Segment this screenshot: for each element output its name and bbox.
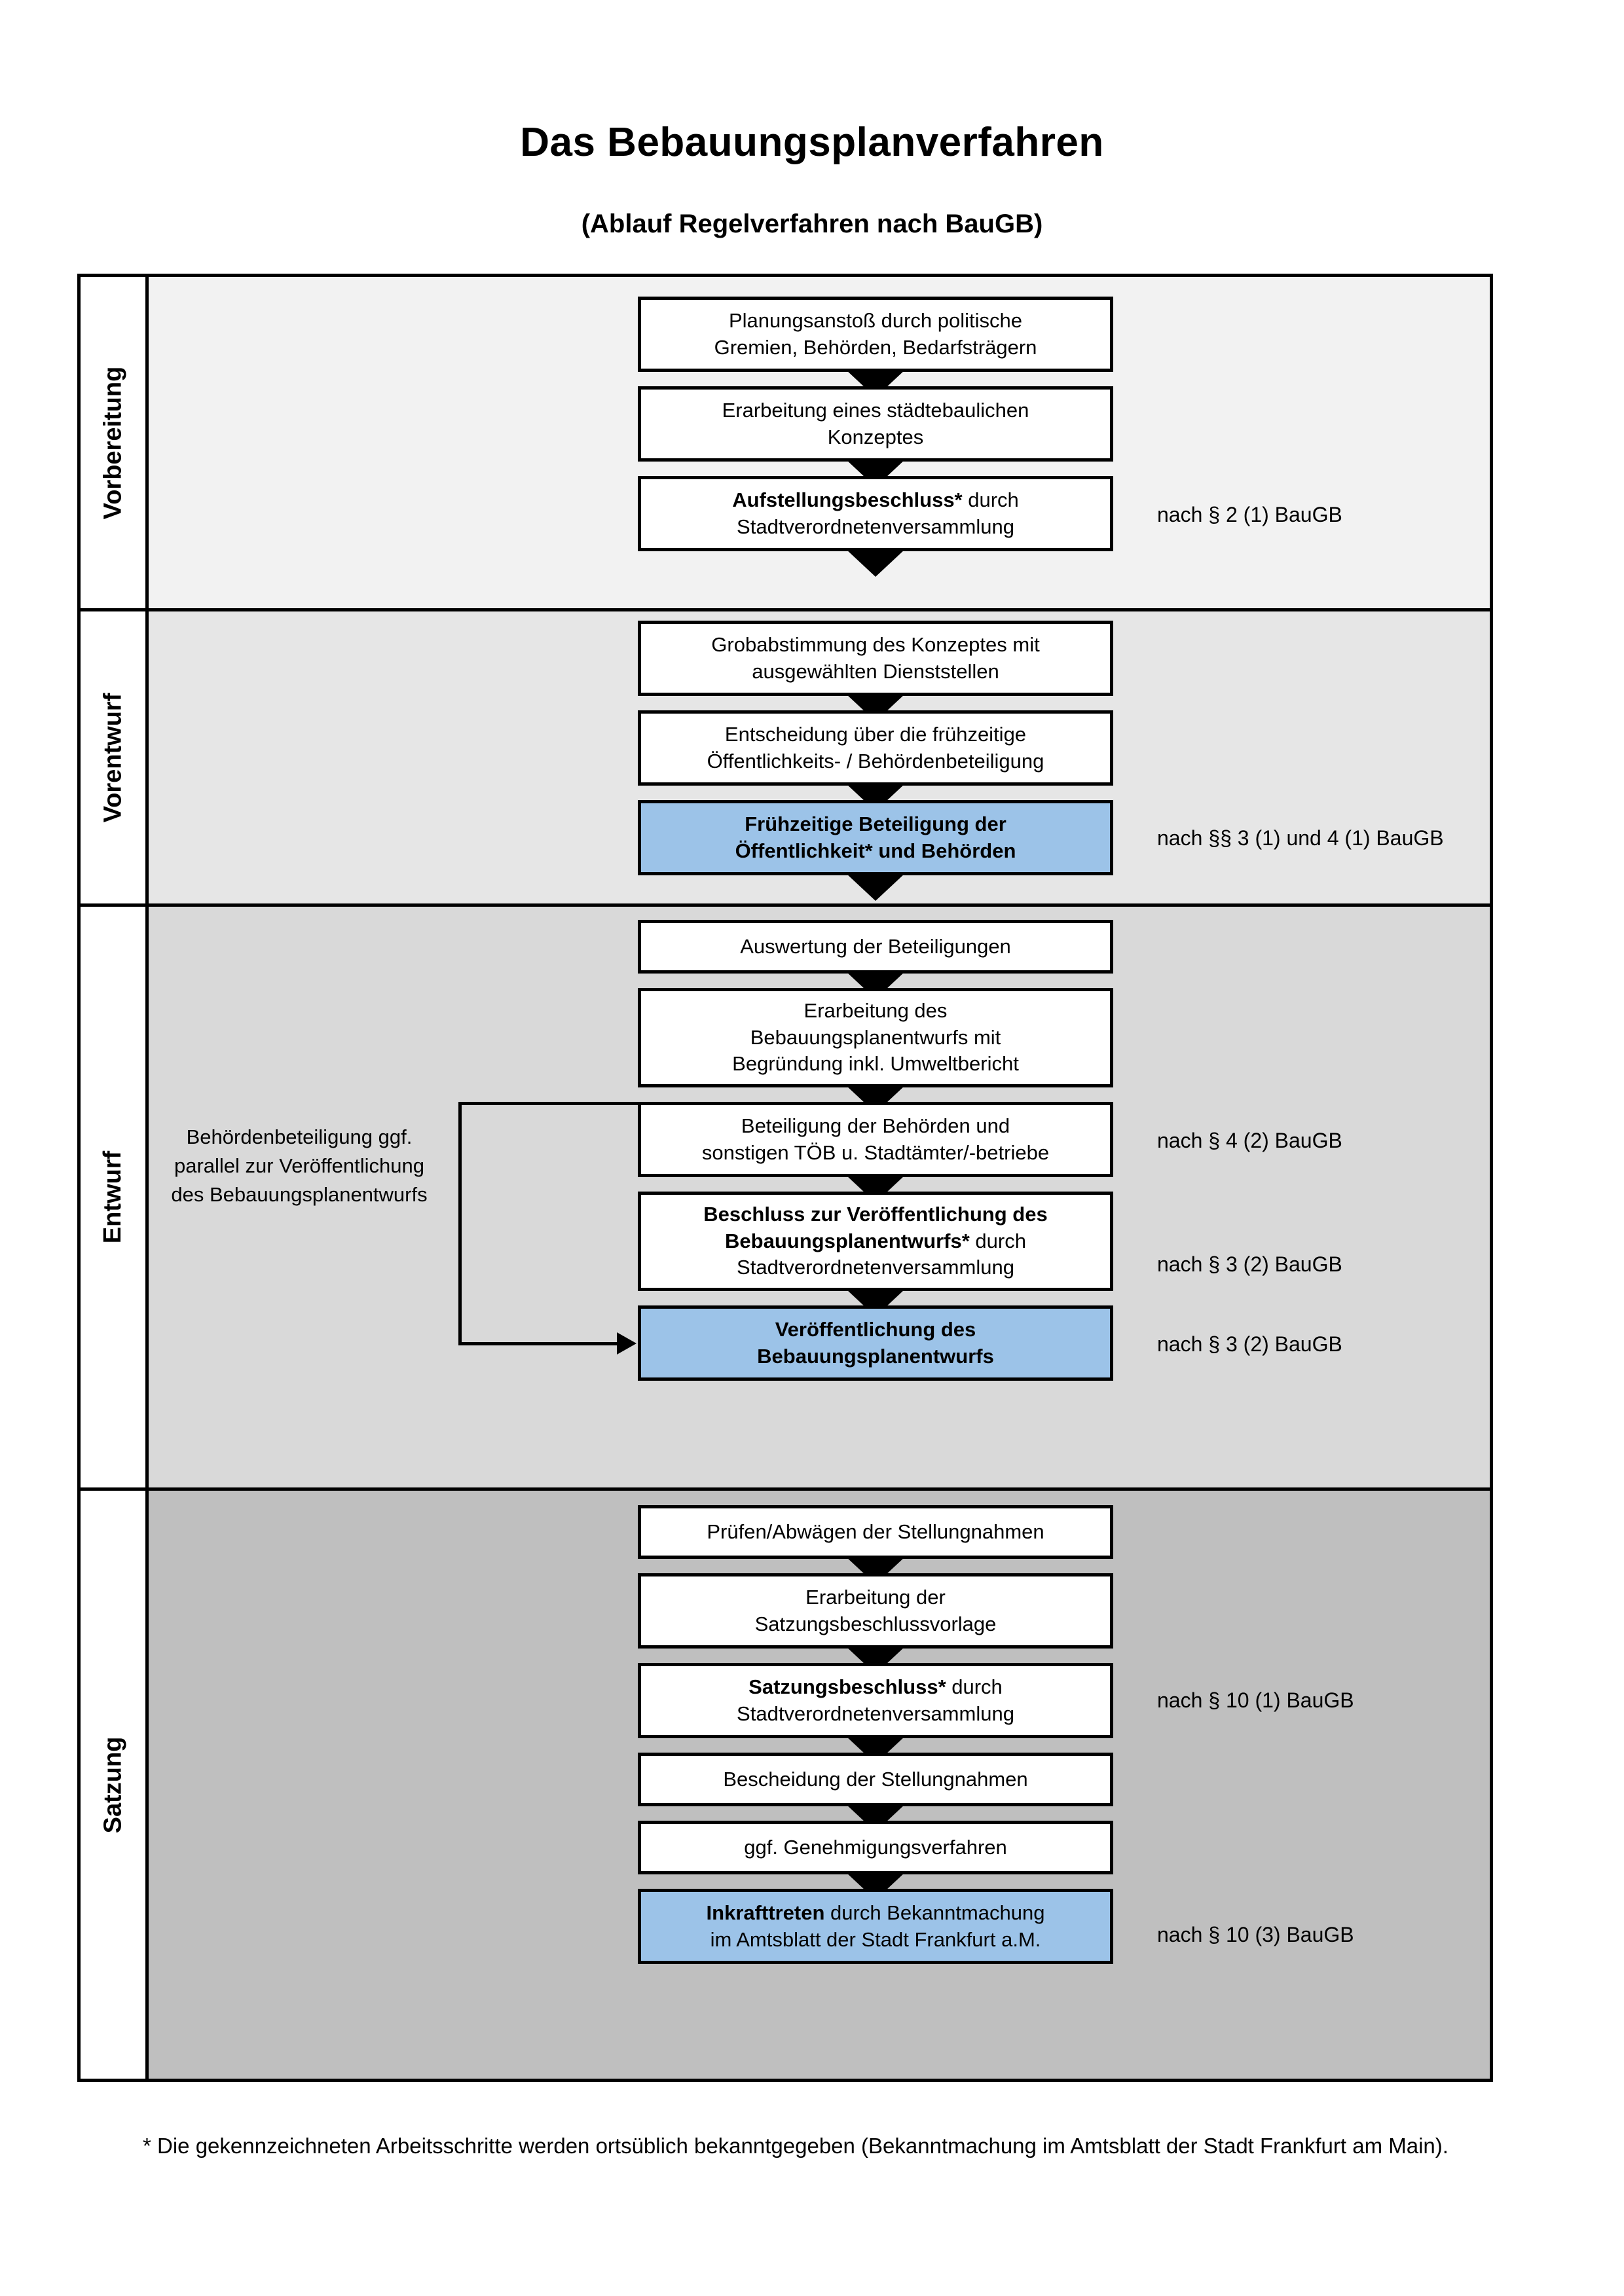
step-pruefen-abwaegen[interactable]: Prüfen/Abwägen der Stellungnahmen	[638, 1505, 1113, 1559]
step-rest-text: durch	[969, 1229, 1026, 1252]
step-line-1: Planungsanstoß durch politische	[728, 308, 1023, 332]
sidenote-line-1: Behördenbeteiligung	[186, 1125, 373, 1148]
sidenote-line-3: Veröffentlichung des	[171, 1154, 425, 1207]
step-satzungsbeschluss[interactable]: Satzungsbeschluss* durch Stadtverordnete…	[638, 1663, 1113, 1738]
diagram-frame: Vorbereitung Planungsanstoß durch politi…	[77, 274, 1493, 2082]
page-subtitle: (Ablauf Regelverfahren nach BauGB)	[581, 210, 1043, 238]
step-grobabstimmung[interactable]: Grobabstimmung des Konzeptes mit ausgewä…	[638, 621, 1113, 696]
legal-note-3: nach § 4 (2) BauGB	[1157, 1129, 1342, 1152]
bracket-vertical-segment	[458, 1102, 462, 1345]
legal-note-6: nach § 10 (1) BauGB	[1157, 1688, 1354, 1712]
sidenote-line-4: Bebauungsplanentwurfs	[209, 1183, 428, 1207]
phase-vorentwurf: Vorentwurf Grobabstimmung des Konzeptes …	[81, 611, 1490, 907]
step-entscheidung-fruehzeitige[interactable]: Entscheidung über die frühzeitige Öffent…	[638, 710, 1113, 786]
step-line-1: Entscheidung über die frühzeitige	[724, 722, 1027, 746]
phase-body-satzung: Prüfen/Abwägen der Stellungnahmen Erarbe…	[149, 1491, 1490, 2079]
bracket-top-segment	[458, 1102, 640, 1105]
step-line-2: Bebauungsplanentwurfs* durch	[703, 1228, 1047, 1255]
step-line-2: Bebauungsplanentwurfs	[757, 1344, 994, 1368]
page-title: Das Bebauungsplanverfahren	[520, 120, 1104, 165]
step-veroeffentlichung-bplan[interactable]: Veröffentlichung des Bebauungsplanentwur…	[638, 1305, 1113, 1381]
step-line-1: ggf. Genehmigungsverfahren	[744, 1835, 1007, 1859]
legal-note-4: nach § 3 (2) BauGB	[1157, 1252, 1342, 1276]
legal-note-2: nach §§ 3 (1) und 4 (1) BauGB	[1157, 826, 1444, 850]
step-line-2: Öffentlichkeits- / Behördenbeteiligung	[707, 749, 1044, 773]
step-line-2: im Amtsblatt der Stadt Frankfurt a.M.	[710, 1927, 1041, 1951]
step-inkrafttreten[interactable]: Inkrafttreten durch Bekanntmachung im Am…	[638, 1889, 1113, 1964]
step-bold-text: Satzungsbeschluss*	[748, 1675, 946, 1698]
phase-body-vorbereitung: Planungsanstoß durch politische Gremien,…	[149, 277, 1490, 608]
phase-vorbereitung: Vorbereitung Planungsanstoß durch politi…	[81, 277, 1490, 611]
step-line-1: Inkrafttreten durch Bekanntmachung	[707, 1900, 1045, 1927]
step-bold-text: Inkrafttreten	[706, 1901, 825, 1924]
step-line-2: Öffentlichkeit* und Behörden	[735, 839, 1016, 862]
step-line-1: Veröffentlichung des	[775, 1317, 976, 1341]
step-bold-text: Bebauungsplanentwurfs*	[725, 1229, 970, 1252]
footnote: * Die gekennzeichneten Arbeitsschritte w…	[143, 2134, 1449, 2158]
step-line-1: Erarbeitung des	[803, 998, 948, 1022]
step-genehmigungsverfahren[interactable]: ggf. Genehmigungsverfahren	[638, 1821, 1113, 1874]
step-line-1: Beschluss zur Veröffentlichung des	[703, 1202, 1048, 1226]
step-erarbeitung-bplan-entwurf[interactable]: Erarbeitung des Bebauungsplanentwurfs mi…	[638, 988, 1113, 1087]
step-rest-text: durch	[962, 488, 1019, 511]
step-line-1: Grobabstimmung des Konzeptes mit	[711, 632, 1040, 656]
step-aufstellungsbeschluss[interactable]: Aufstellungsbeschluss* durch Stadtverord…	[638, 476, 1113, 551]
sidenote-behoerdenbeteiligung: Behördenbeteiligung ggf. parallel zur Ve…	[162, 1123, 437, 1209]
step-line-2: Stadtverordnetenversammlung	[737, 1702, 1014, 1725]
phase-label-satzung: Satzung	[81, 1491, 149, 2079]
step-line-3: Begründung inkl. Umweltbericht	[732, 1052, 1019, 1076]
step-erarbeitung-konzept[interactable]: Erarbeitung eines städtebaulichen Konzep…	[638, 386, 1113, 462]
step-line-2: ausgewählten Dienststellen	[752, 659, 999, 683]
bracket-arrowhead-icon	[617, 1332, 637, 1355]
step-line-1: Beteiligung der Behörden und	[741, 1114, 1010, 1137]
step-line-1: Erarbeitung der	[805, 1585, 946, 1609]
sidenote-line-2: ggf. parallel zur	[174, 1125, 413, 1178]
phase-body-vorentwurf: Grobabstimmung des Konzeptes mit ausgewä…	[149, 611, 1490, 903]
step-rest-text: durch	[946, 1675, 1003, 1698]
step-bescheidung-stellungnahmen[interactable]: Bescheidung der Stellungnahmen	[638, 1753, 1113, 1806]
step-auswertung-beteiligungen[interactable]: Auswertung der Beteiligungen	[638, 920, 1113, 974]
step-line-2: Konzeptes	[827, 425, 924, 448]
phase-label-vorbereitung: Vorbereitung	[81, 277, 149, 608]
phase-entwurf: Entwurf Auswertung der Beteiligungen Era…	[81, 907, 1490, 1491]
step-line-1: Erarbeitung eines städtebaulichen	[722, 398, 1029, 422]
step-rest-text: durch Bekanntmachung	[824, 1901, 1045, 1924]
phase-body-entwurf: Auswertung der Beteiligungen Erarbeitung…	[149, 907, 1490, 1487]
phase-label-text: Entwurf	[99, 1150, 126, 1244]
step-fruehzeitige-beteiligung[interactable]: Frühzeitige Beteiligung der Öffentlichke…	[638, 800, 1113, 875]
phase-label-text: Satzung	[99, 1736, 126, 1833]
step-line-1: Frühzeitige Beteiligung der	[745, 812, 1006, 835]
bracket-bottom-segment	[458, 1342, 619, 1345]
step-line-2: Bebauungsplanentwurfs mit	[750, 1025, 1001, 1049]
arrow-down-icon	[846, 549, 905, 577]
step-line-1: Prüfen/Abwägen der Stellungnahmen	[707, 1520, 1044, 1543]
phase-label-vorentwurf: Vorentwurf	[81, 611, 149, 903]
step-line-1: Auswertung der Beteiligungen	[740, 934, 1011, 958]
phase-satzung: Satzung Prüfen/Abwägen der Stellungnahme…	[81, 1491, 1490, 2079]
step-line-2: Satzungsbeschlussvorlage	[754, 1612, 997, 1635]
step-line-2: sonstigen TÖB u. Stadtämter/-betriebe	[701, 1140, 1050, 1164]
legal-note-7: nach § 10 (3) BauGB	[1157, 1923, 1354, 1946]
step-line-1: Bescheidung der Stellungnahmen	[723, 1767, 1028, 1791]
arrow-down-icon	[846, 873, 905, 901]
step-line-1: Aufstellungsbeschluss* durch	[732, 487, 1019, 514]
step-bold-text: Aufstellungsbeschluss*	[732, 488, 963, 511]
phase-label-entwurf: Entwurf	[81, 907, 149, 1487]
step-planungsanstoss[interactable]: Planungsanstoß durch politische Gremien,…	[638, 297, 1113, 372]
legal-note-5: nach § 3 (2) BauGB	[1157, 1332, 1342, 1356]
step-line-2: Stadtverordnetenversammlung	[737, 515, 1014, 538]
phase-label-text: Vorentwurf	[99, 693, 126, 822]
step-line-2: Gremien, Behörden, Bedarfsträgern	[714, 335, 1037, 359]
step-beteiligung-behoerden-toeb[interactable]: Beteiligung der Behörden und sonstigen T…	[638, 1102, 1113, 1177]
step-line-1: Satzungsbeschluss* durch	[737, 1674, 1014, 1701]
step-line-3: Stadtverordnetenversammlung	[737, 1256, 1014, 1279]
phase-label-text: Vorbereitung	[99, 366, 127, 519]
step-beschluss-veroeffentlichung[interactable]: Beschluss zur Veröffentlichung des Bebau…	[638, 1192, 1113, 1291]
step-erarbeitung-satzungsvorlage[interactable]: Erarbeitung der Satzungsbeschlussvorlage	[638, 1573, 1113, 1649]
legal-note-1: nach § 2 (1) BauGB	[1157, 503, 1342, 526]
